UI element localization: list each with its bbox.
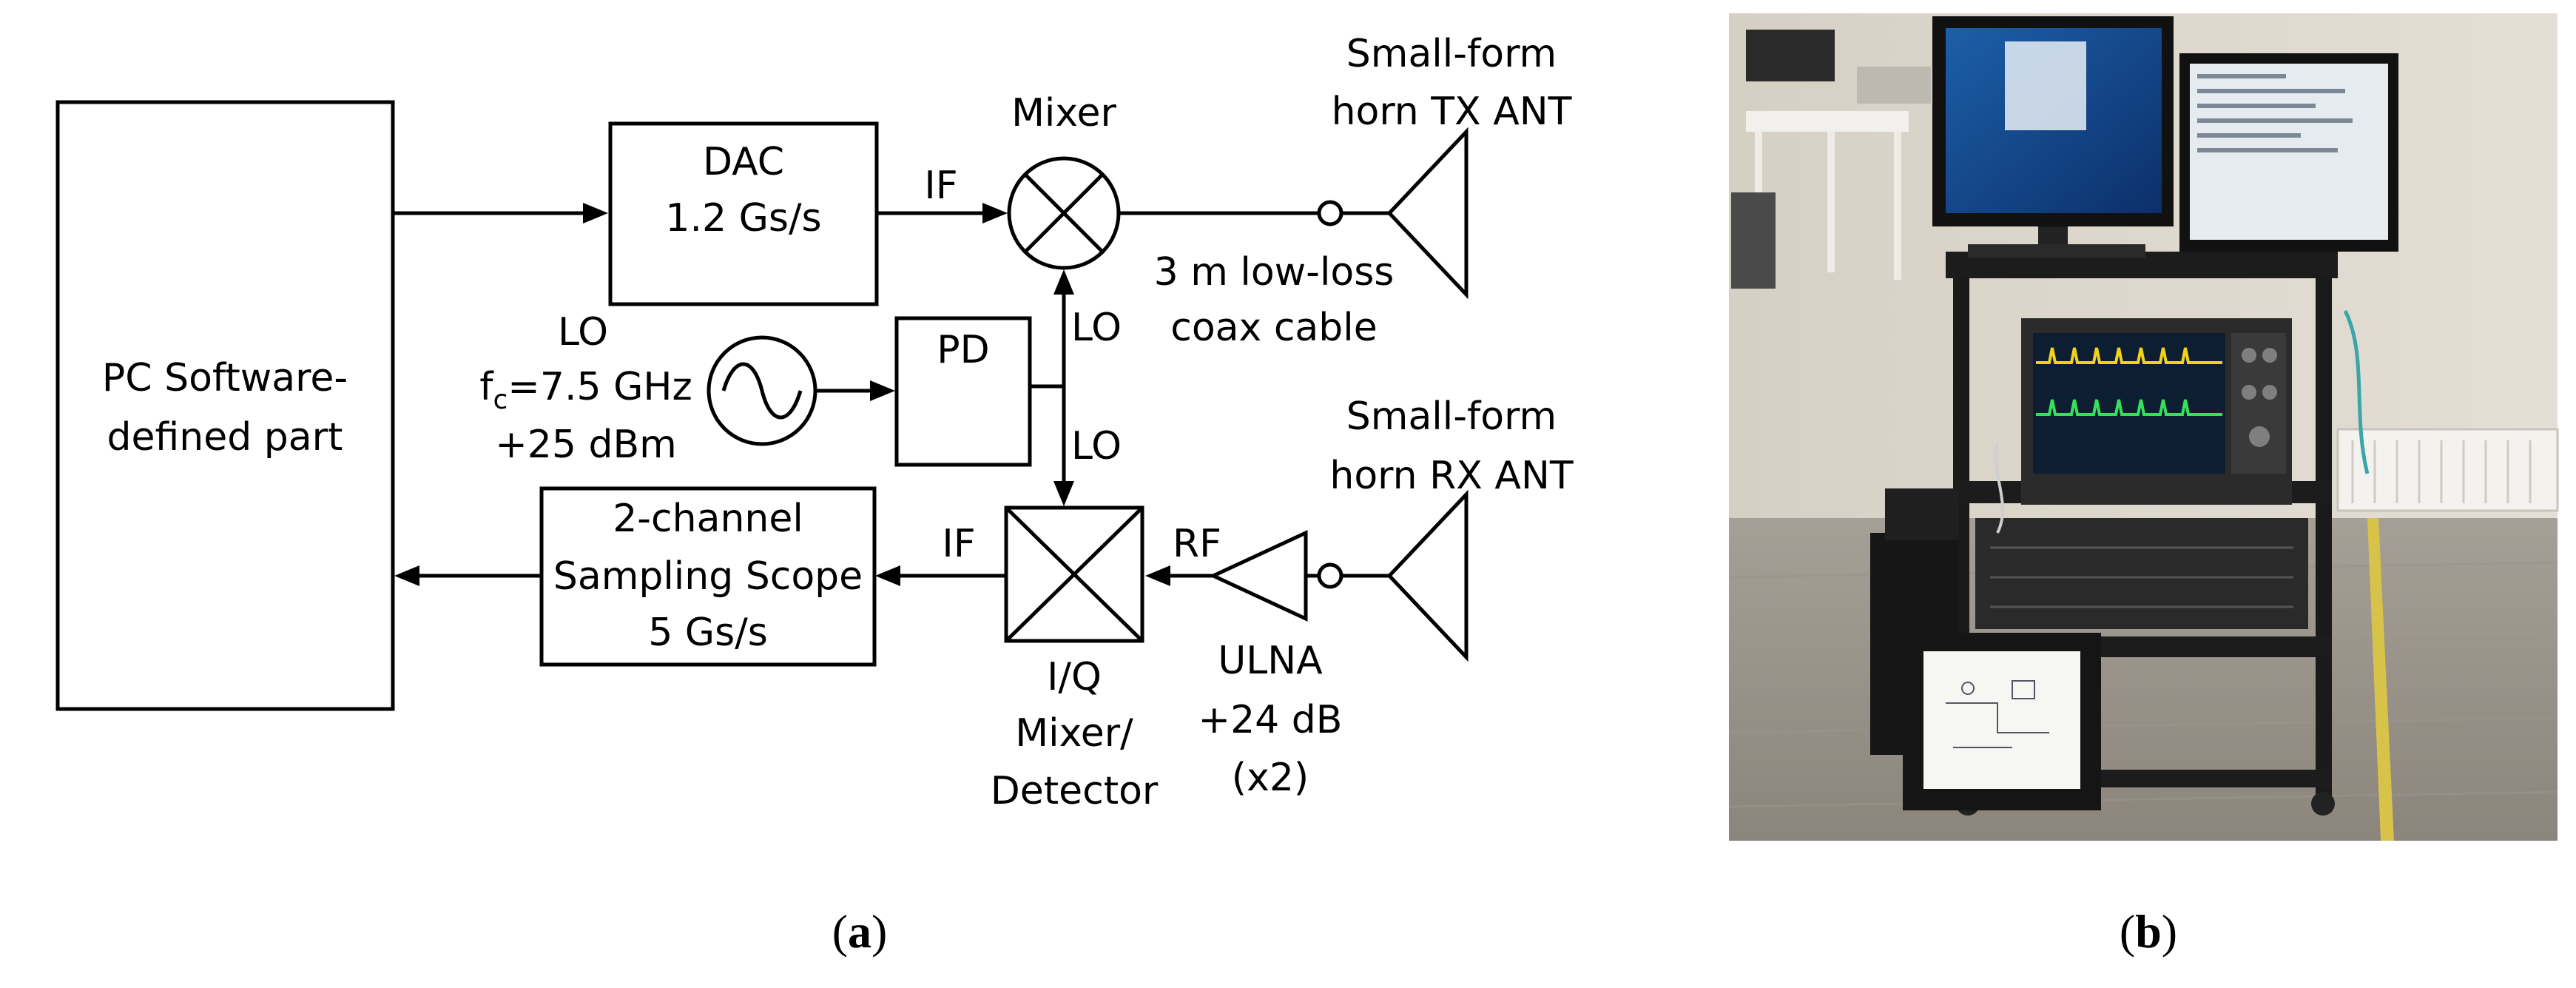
pd-block (894, 316, 1032, 467)
ulna-label-3: (x2) (1232, 756, 1309, 800)
dac-to-mixer-arrow (982, 203, 1008, 224)
pc-block (55, 100, 395, 711)
if-bottom-label: IF (942, 522, 975, 566)
dac-label: DAC (703, 140, 784, 184)
mixer-symbol (1007, 156, 1121, 270)
lo-frequency: fc=7.5 GHz (479, 365, 692, 415)
dac-rate-label: 1.2 Gs/s (665, 196, 821, 241)
caption-b: (b) (2120, 905, 2177, 958)
ulna-amplifier-icon (1209, 530, 1308, 622)
caption-a: (a) (832, 905, 888, 958)
mixer-label: Mixer (1011, 91, 1116, 135)
rx-antenna-icon (1386, 489, 1469, 662)
iq-to-scope-arrow (875, 565, 900, 586)
ulna-to-iq-arrow (1145, 565, 1170, 586)
pc-block-label-1: PC Software- (102, 356, 348, 400)
scope-block (539, 486, 877, 667)
pd-label: PD (937, 328, 989, 372)
ulna-label-2: +24 dB (1198, 698, 1343, 742)
if-top-label: IF (924, 164, 957, 208)
lo-to-pd-arrow (870, 380, 895, 401)
iq-label-3: Detector (991, 769, 1159, 813)
tx-ant-label-2: horn TX ANT (1332, 90, 1572, 134)
tx-ant-label-1: Small-form (1346, 32, 1557, 76)
cable-label-1: 3 m low-loss (1154, 250, 1395, 295)
pc-block-label-2: defined part (107, 415, 343, 460)
ulna-label-1: ULNA (1218, 639, 1323, 683)
lo-power: +25 dBm (495, 423, 677, 467)
scope-label-2: Sampling Scope (553, 554, 863, 599)
scope-to-pc-arrow (394, 565, 419, 586)
lab-cart-photo (1728, 13, 2559, 841)
lo-upper-label: LO (1071, 306, 1122, 350)
iq-mixer-block (1004, 505, 1144, 643)
lo-source-label: LO (558, 310, 608, 354)
rx-connector (1317, 562, 1343, 589)
rx-ant-label-2: horn RX ANT (1329, 454, 1573, 498)
rf-label: RF (1173, 522, 1221, 566)
block-diagram: PC Software- defined part DAC 1.2 Gs/s I… (55, 32, 1574, 813)
oscillator-icon (707, 335, 817, 446)
pc-to-dac-arrow (583, 203, 608, 224)
lo-lower-label: LO (1071, 424, 1122, 468)
iq-label-2: Mixer/ (1015, 711, 1133, 756)
tx-connector (1317, 200, 1343, 226)
iq-label-1: I/Q (1047, 655, 1102, 699)
tx-antenna-icon (1386, 127, 1469, 300)
scope-label-3: 5 Gs/s (648, 611, 768, 655)
lo-up-arrow (1053, 269, 1074, 295)
rx-ant-label-1: Small-form (1346, 394, 1557, 439)
lo-down-arrow (1053, 481, 1074, 506)
cable-label-2: coax cable (1170, 306, 1377, 350)
scope-label-1: 2-channel (613, 497, 803, 541)
